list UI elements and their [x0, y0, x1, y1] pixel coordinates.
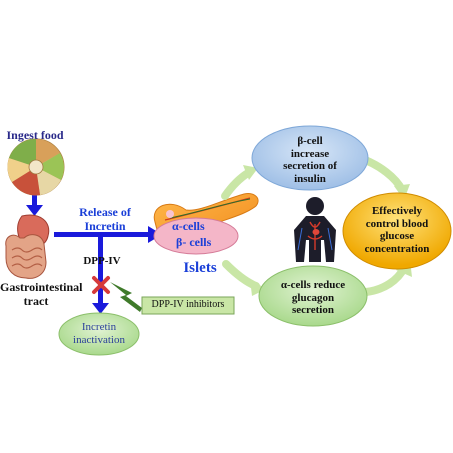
incretin-inactivation-line-2: inactivation [73, 333, 125, 346]
outcome-line-1: Effectively [371, 205, 423, 217]
beta-cell-effect-line-1: β-cell [297, 135, 323, 147]
dpp-iv-inhibitors-box [141, 296, 235, 315]
lightning-bolt-icon [110, 282, 142, 312]
incretin-inactivation-label: Incretin inactivation [60, 321, 138, 346]
gi-tract-line-2: tract [23, 293, 49, 308]
beta-cell-effect-line-4: insulin [294, 172, 326, 185]
beta-cell-effect-ellipse [251, 125, 369, 191]
ingest-food-label: Ingest food [6, 128, 64, 142]
outcome-label: Effectively control blood glucose concen… [350, 205, 444, 256]
beta-cell-effect-line-3: secretion of [283, 160, 337, 173]
outcome-line-4: concentration [364, 242, 430, 255]
block-x-icon [92, 276, 110, 294]
alpha-cell-effect-line-3: secretion [292, 304, 334, 317]
alpha-cells-label: α-cells [172, 219, 205, 233]
food-plate-icon [7, 138, 65, 196]
outcome-line-2: control blood [365, 217, 429, 230]
dpp-iv-inhibitors-label: DPP-IV inhibitors [151, 299, 225, 310]
incretin-inactivation-ellipse [58, 312, 140, 356]
outcome-ellipse [342, 192, 452, 270]
alpha-cell-effect-line-2: glucagon [291, 291, 335, 304]
alpha-cell-effect-ellipse [258, 265, 368, 327]
beta-cell-effect-label: β-cell increase secretion of insulin [262, 135, 358, 186]
human-body-icon [294, 197, 336, 262]
beta-cell-effect-line-2: increase [290, 147, 330, 160]
release-incretin-line-1: Release of [79, 205, 131, 219]
incretin-inactivation-line-1: Incretin [81, 321, 117, 333]
alpha-cell-effect-label: α-cells reduce glucagon secretion [264, 279, 362, 317]
dpp-iv-label: DPP-IV [83, 255, 121, 267]
pancreas-icon [153, 193, 259, 255]
release-incretin-label: Release of Incretin [70, 205, 140, 234]
outcome-line-3: glucose [379, 230, 415, 243]
islets-label: Islets [183, 260, 217, 276]
gi-tract-label: Gastrointestinal tract [0, 280, 83, 309]
stomach-intestine-icon [5, 214, 50, 279]
release-incretin-line-2: Incretin [84, 218, 126, 233]
gi-tract-line-1: Gastrointestinal [0, 280, 83, 294]
beta-cells-label: β- cells [176, 235, 212, 249]
alpha-cell-effect-line-1: α-cells reduce [280, 279, 346, 291]
